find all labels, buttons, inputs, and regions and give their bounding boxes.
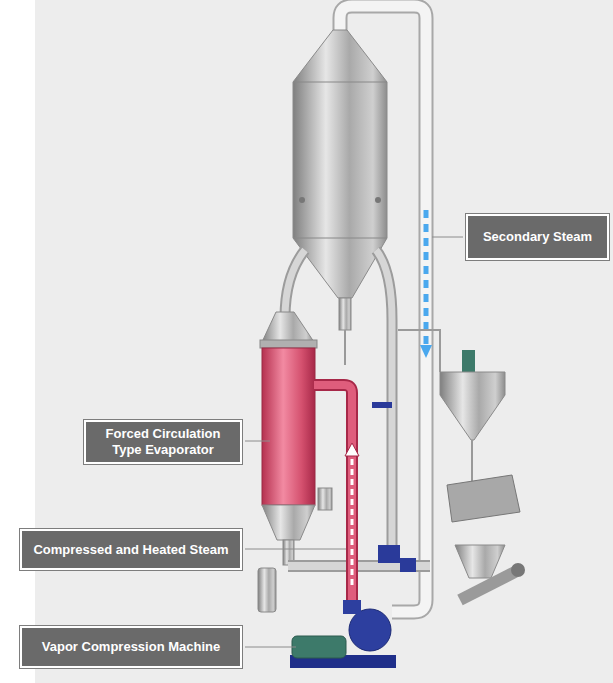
- background-panel: [35, 0, 613, 683]
- evaporator-bottom: [262, 505, 315, 540]
- sight-glass: [318, 488, 332, 510]
- leader-line: [245, 549, 346, 550]
- centrifuge: [447, 475, 520, 522]
- callout-box: Secondary Steam: [466, 214, 609, 260]
- port: [299, 197, 305, 203]
- small-tank: [258, 568, 276, 612]
- callout-text: Forced Circulation Type Evaporator: [94, 426, 232, 458]
- leader-line: [245, 647, 296, 648]
- port: [375, 197, 381, 203]
- callout-box: Compressed and Heated Steam: [20, 529, 242, 570]
- flow-arrow: [345, 443, 359, 456]
- seam: [293, 82, 387, 83]
- steam-flow: [424, 210, 429, 345]
- callout-box: Forced Circulation Type Evaporator: [84, 420, 242, 464]
- conveyor-drive: [511, 563, 525, 577]
- thickener-vessel: [440, 372, 505, 440]
- steam-flow: [351, 455, 354, 585]
- callout-text: Vapor Compression Machine: [42, 639, 220, 655]
- outlet-neck: [339, 298, 351, 330]
- leader-line: [432, 237, 463, 238]
- process-line: [344, 330, 346, 365]
- evaporator-head: [262, 312, 314, 342]
- callout-text: Secondary Steam: [483, 229, 592, 245]
- compressed-steam-pipe: [314, 385, 352, 612]
- process-line: [471, 440, 473, 482]
- flow-arrow: [420, 345, 432, 358]
- process-line: [398, 330, 440, 372]
- compressed-steam-pipe: [314, 385, 352, 612]
- evaporator-body: [262, 348, 315, 505]
- circulation-pump: [378, 545, 400, 563]
- valve: [372, 402, 392, 408]
- pipe: [285, 250, 305, 318]
- compressor-blower: [349, 609, 391, 651]
- screw-conveyor: [460, 572, 515, 600]
- leader-line: [245, 441, 270, 442]
- pipe: [376, 250, 392, 545]
- agitator-motor: [462, 350, 475, 372]
- pipe: [285, 250, 305, 318]
- pipe: [376, 250, 392, 545]
- flange: [260, 340, 317, 348]
- compressor-motor: [292, 636, 346, 658]
- seam: [293, 238, 387, 239]
- callout-box: Vapor Compression Machine: [20, 626, 242, 668]
- callout-text: Compressed and Heated Steam: [33, 542, 228, 558]
- circulation-pump: [400, 558, 416, 572]
- hopper: [455, 545, 505, 578]
- compressor-outlet: [343, 600, 361, 614]
- separator-vessel: [293, 30, 387, 298]
